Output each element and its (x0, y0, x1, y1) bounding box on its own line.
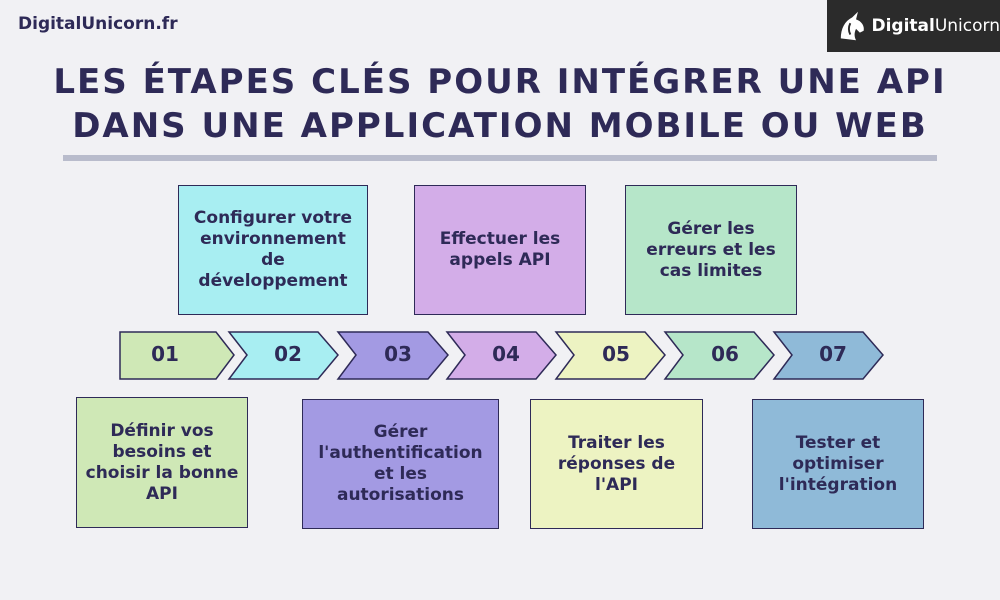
step-number-01: 01 (151, 342, 179, 366)
title-line-2: DANS UNE APPLICATION MOBILE OU WEB (72, 106, 928, 146)
step-number-06: 06 (711, 342, 739, 366)
step-box-01: Définir vos besoins et choisir la bonne … (76, 397, 248, 528)
step-number-02: 02 (274, 342, 302, 366)
step-arrow-06 (663, 331, 775, 380)
title-line-1: LES ÉTAPES CLÉS POUR INTÉGRER UNE API (53, 62, 947, 102)
step-number-04: 04 (492, 342, 520, 366)
step-box-06: Gérer les erreurs et les cas limites (625, 185, 797, 315)
title-divider (63, 155, 937, 161)
logo: DigitalUnicorn (827, 0, 1000, 52)
unicorn-head-icon (840, 11, 864, 41)
step-box-02: Configurer votre environnement de dévelo… (178, 185, 368, 315)
step-arrow-02 (227, 331, 339, 380)
step-box-04: Effectuer les appels API (414, 185, 586, 315)
step-number-05: 05 (602, 342, 630, 366)
step-arrow-04 (445, 331, 557, 380)
step-arrow-03 (336, 331, 449, 380)
step-arrow-05 (554, 331, 666, 380)
step-number-03: 03 (384, 342, 412, 366)
step-box-07: Tester et optimiser l'intégration (752, 399, 924, 529)
brand-text: DigitalUnicorn.fr (18, 14, 178, 34)
step-box-05: Traiter les réponses de l'API (530, 399, 703, 529)
step-box-03: Gérer l'authentification et les autorisa… (302, 399, 499, 529)
step-number-07: 07 (819, 342, 847, 366)
page-title: LES ÉTAPES CLÉS POUR INTÉGRER UNE API DA… (0, 60, 1000, 148)
logo-text: DigitalUnicorn (871, 16, 1000, 36)
step-arrow-07 (772, 331, 884, 380)
step-arrow-01 (119, 331, 235, 380)
